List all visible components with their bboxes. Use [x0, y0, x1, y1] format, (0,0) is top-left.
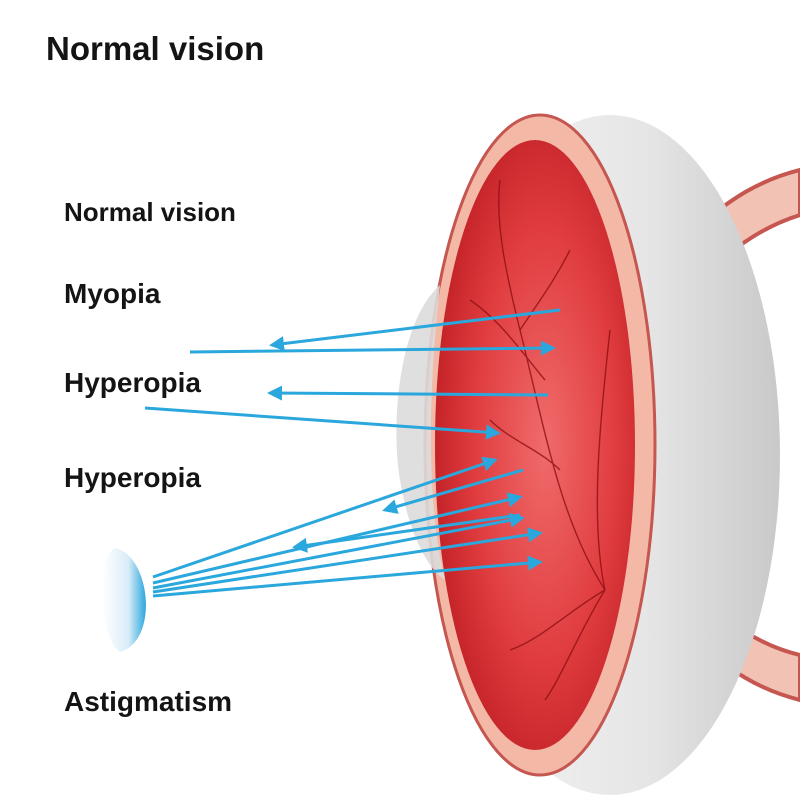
corrective-lens-icon [102, 548, 146, 652]
label-astigmatism: Astigmatism [64, 686, 233, 717]
cornea [396, 285, 445, 580]
light-rays [144, 308, 561, 598]
page-title: Normal vision [46, 30, 265, 67]
ray-5 [152, 456, 498, 579]
ray-4 [144, 406, 501, 440]
ray-2 [189, 340, 556, 356]
retina [435, 140, 635, 750]
ray-1 [269, 308, 561, 351]
label-myopia: Myopia [64, 278, 161, 309]
label-normal-vision: Normal vision [64, 197, 236, 227]
ray-7 [152, 512, 525, 590]
ray-9 [152, 555, 543, 598]
ray-3 [267, 385, 549, 401]
ray-11 [292, 513, 521, 553]
label-hyperopia-2: Hyperopia [64, 462, 201, 493]
ray-10 [382, 468, 524, 514]
ray-8 [152, 527, 543, 594]
label-hyperopia-1: Hyperopia [64, 367, 201, 398]
